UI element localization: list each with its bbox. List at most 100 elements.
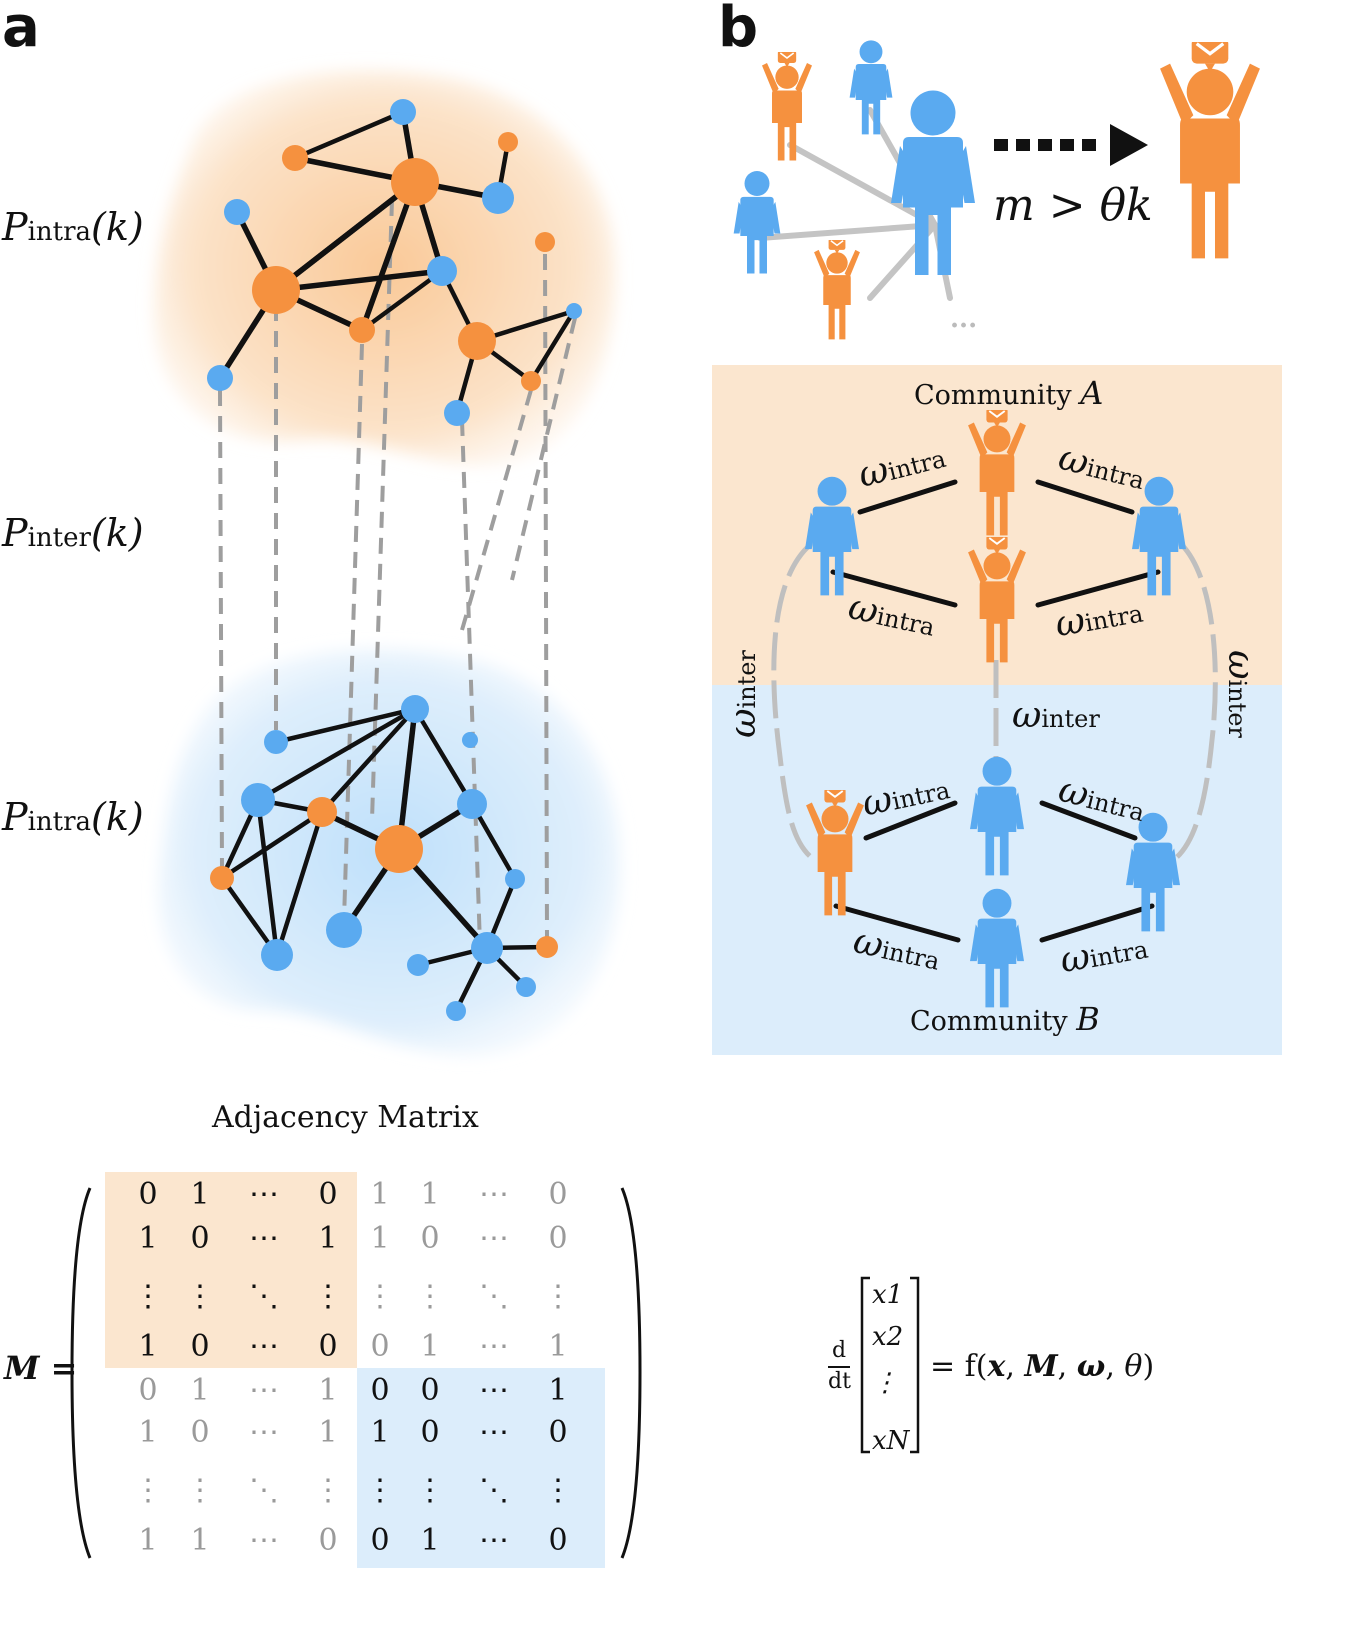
activated-node — [458, 322, 496, 360]
activated-node — [521, 371, 541, 391]
matrix-cell: 1 — [370, 1177, 390, 1212]
network-edge — [255, 706, 418, 803]
matrix-cell: ⋯ — [249, 1415, 279, 1450]
matrix-cell: 0 — [548, 1415, 568, 1450]
matrix-cell: ⋮ — [313, 1473, 343, 1508]
network-edge — [412, 706, 475, 807]
network-edge — [274, 809, 325, 958]
matrix-cell: ⋮ — [133, 1279, 163, 1314]
label-p-intra-top: Pintra(k) — [2, 205, 144, 249]
inter-layer-edge — [460, 419, 482, 946]
matrix-cell: ⋯ — [249, 1177, 279, 1212]
matrix-cell: 1 — [318, 1221, 338, 1256]
network-edge — [359, 268, 445, 333]
matrix-cell: 1 — [548, 1329, 568, 1364]
threshold-condition: m > θk — [993, 180, 1153, 231]
inactive-node — [471, 932, 503, 964]
central-person-icon — [891, 90, 975, 275]
matrix-cell: ⋯ — [249, 1373, 279, 1408]
matrix-cell: ⋮ — [133, 1473, 163, 1508]
inactive-node — [566, 303, 582, 319]
matrix-cell: ⋱ — [249, 1473, 279, 1508]
inactive-node — [407, 954, 429, 976]
matrix-cell: 0 — [138, 1177, 158, 1212]
activated-node — [536, 936, 558, 958]
inter-layer-edge — [510, 317, 577, 581]
matrix-cell: 0 — [190, 1415, 210, 1450]
matrix-cell: 0 — [318, 1329, 338, 1364]
matrix-block-a — [105, 1172, 357, 1368]
activated-node — [252, 266, 300, 314]
matrix-cell: ⋮ — [415, 1473, 445, 1508]
matrix-cell: 1 — [138, 1523, 158, 1558]
inactive-node — [505, 869, 525, 889]
matrix-cell: 0 — [370, 1329, 390, 1364]
matrix-cell: 1 — [420, 1177, 440, 1212]
matrix-cell: 1 — [190, 1177, 210, 1212]
inactive-node — [427, 256, 457, 286]
activated-node — [349, 317, 375, 343]
more-neighbors-ellipsis: ... — [950, 304, 978, 334]
panel-label-a: a — [2, 0, 40, 60]
activated-node — [210, 866, 234, 890]
inter-layer-edge — [218, 389, 224, 871]
inactive-node — [264, 730, 288, 754]
matrix-cell: 1 — [318, 1415, 338, 1450]
matrix-cell: ⋯ — [249, 1329, 279, 1364]
vector-entry: ⋮ — [872, 1368, 898, 1398]
matrix-cell: ⋯ — [479, 1177, 509, 1212]
matrix-cell: 0 — [190, 1221, 210, 1256]
matrix-cell: ⋱ — [249, 1279, 279, 1314]
omega-inter-label: ωinter — [1219, 650, 1261, 738]
person-icon — [849, 40, 893, 135]
matrix-cell: ⋯ — [249, 1221, 279, 1256]
matrix-cell: 1 — [370, 1415, 390, 1450]
panel-c-graphic — [712, 365, 1282, 1055]
network-edge — [319, 706, 418, 815]
bottom-network-nodes — [210, 695, 558, 1021]
matrix-cell: 1 — [420, 1329, 440, 1364]
matrix-cell: ⋯ — [249, 1523, 279, 1558]
matrix-cell: 0 — [190, 1329, 210, 1364]
label-p-intra-bottom: Pintra(k) — [2, 795, 144, 839]
top-network-nodes — [207, 99, 582, 426]
matrix-cell: 0 — [420, 1415, 440, 1450]
inactive-node — [401, 695, 429, 723]
matrix-cell: 0 — [420, 1373, 440, 1408]
inactive-node — [444, 400, 470, 426]
arrow-head-icon — [1110, 124, 1148, 166]
omega-inter-label: ωinter — [722, 650, 764, 738]
matrix-cell: ⋯ — [479, 1523, 509, 1558]
matrix-cell: 0 — [318, 1177, 338, 1212]
inactive-node — [462, 732, 478, 748]
inactive-node — [457, 789, 487, 819]
matrix-cell: 0 — [548, 1221, 568, 1256]
inactive-node — [482, 182, 514, 214]
matrix-cell: ⋮ — [365, 1473, 395, 1508]
matrix-cell: 1 — [138, 1415, 158, 1450]
matrix-cell: ⋱ — [479, 1279, 509, 1314]
matrix-cell: 0 — [420, 1221, 440, 1256]
inactive-node — [446, 1001, 466, 1021]
vector-entry: xN — [872, 1426, 910, 1456]
matrix-cell: ⋯ — [479, 1373, 509, 1408]
activated-node — [282, 145, 308, 171]
community-b-region — [712, 685, 1282, 1055]
activated-node — [375, 825, 423, 873]
activated-node — [535, 232, 555, 252]
network-edge — [273, 706, 418, 745]
matrix-cell: 1 — [420, 1523, 440, 1558]
network-edge — [219, 809, 325, 881]
matrix-cell: 0 — [370, 1523, 390, 1558]
network-edge — [359, 179, 418, 333]
matrix-cell: ⋮ — [365, 1279, 395, 1314]
matrix-cell: 0 — [318, 1523, 338, 1558]
matrix-cell: 0 — [548, 1177, 568, 1212]
activated-person-icon — [762, 52, 812, 162]
inactive-node — [261, 939, 293, 971]
community-b-label: Community B — [910, 1000, 1100, 1038]
matrix-cell: ⋮ — [313, 1279, 343, 1314]
matrix-cell: 0 — [370, 1373, 390, 1408]
inactive-node — [516, 977, 536, 997]
